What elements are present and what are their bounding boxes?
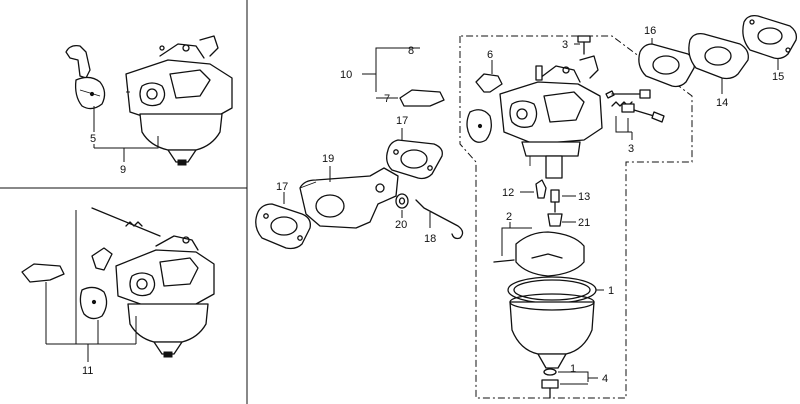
callout-6: 6 — [487, 49, 493, 61]
callout-19: 19 — [322, 153, 334, 165]
callout-17-upper: 17 — [396, 115, 408, 127]
callout-14: 14 — [716, 97, 728, 109]
carburetor-assembly-top-left: 5 9 — [65, 35, 233, 176]
callout-5: 5 — [90, 133, 96, 145]
loose-parts-group: 8 10 7 17 19 17 20 18 — [255, 45, 464, 250]
callout-21: 21 — [578, 217, 590, 229]
callout-4: 4 — [602, 373, 608, 385]
callout-2: 2 — [506, 211, 512, 223]
callout-7: 7 — [384, 93, 390, 105]
main-carburetor-exploded: 6 3 3 12 — [466, 35, 665, 399]
callout-1-upper: 1 — [608, 285, 614, 297]
callout-1-lower: 1 — [570, 363, 576, 375]
callout-16: 16 — [644, 25, 656, 37]
intake-gaskets: 16 14 15 — [638, 14, 798, 109]
callout-13: 13 — [578, 191, 590, 203]
callout-17-lower: 17 — [276, 181, 288, 193]
callout-11: 11 — [82, 365, 93, 377]
callout-9: 9 — [120, 164, 126, 176]
callout-15: 15 — [772, 71, 784, 83]
callout-18: 18 — [424, 233, 436, 245]
callout-8: 8 — [408, 45, 414, 57]
callout-12: 12 — [502, 187, 514, 199]
callout-20: 20 — [395, 219, 407, 231]
callout-3-upper: 3 — [562, 39, 568, 51]
carburetor-assembly-bottom-left: 11 — [21, 207, 215, 377]
callout-10: 10 — [340, 69, 352, 81]
callout-3-lower: 3 — [628, 143, 634, 155]
panel-frames — [0, 0, 248, 404]
